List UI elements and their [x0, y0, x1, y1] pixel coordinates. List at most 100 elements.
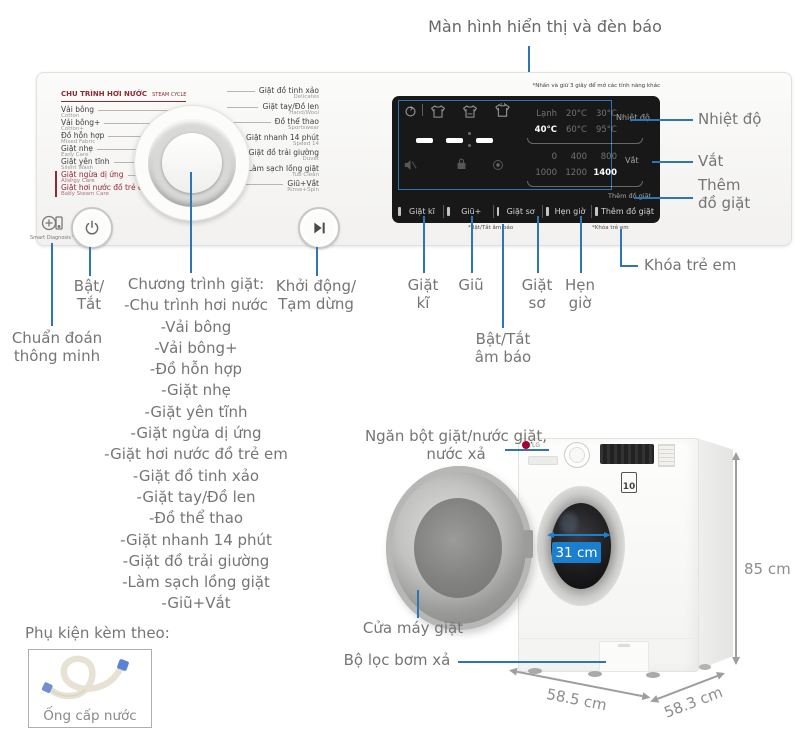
program-list-item: -Giặt ngừa dị ứng [130, 424, 262, 443]
annotation-line-rinse [471, 216, 473, 273]
spin-icon [492, 156, 504, 175]
temp-value: 20°C [565, 109, 587, 119]
program-name: Giặt ngừa dị ứng [61, 170, 124, 179]
button-led [398, 207, 401, 216]
label-temp: Nhiệt độ [698, 110, 762, 128]
program-row: Vải bông Cotton [61, 106, 173, 119]
program-subname: Hand/Wool [289, 109, 319, 116]
colon-dot [468, 132, 471, 135]
display-spin-label: Vắt [625, 156, 639, 165]
leader-line [227, 106, 259, 116]
power-icon [85, 220, 99, 235]
program-list-item: -Làm sạch lồng giặt [122, 573, 270, 592]
program-name: Giặt đồ tinh xảo [258, 86, 319, 95]
lg-logo: LG [522, 441, 540, 449]
program-subname: Duvet [302, 156, 319, 162]
annotation-line-spin [652, 161, 693, 163]
button-led [447, 207, 450, 216]
accessory-title: Phụ kiện kèm theo: [25, 624, 170, 642]
machine-door-inner [414, 498, 502, 598]
annotation-line-programs [190, 172, 192, 273]
program-subname: Delicates [293, 94, 319, 100]
temp-value: 60°C [565, 125, 587, 135]
steam-cycle-title: CHU TRÌNH HƠI NƯỚC [61, 90, 148, 98]
program-name: Đồ thể thao [274, 117, 319, 126]
steam-cycle-subtitle: STEAM CYCLE [152, 92, 187, 98]
height-label: 85 cm [744, 560, 791, 578]
shirt-icon [430, 103, 446, 122]
program-name: Vải bông+ [61, 118, 101, 127]
program-name: Làm sạch lồng giặt [247, 163, 319, 173]
display-button-label: Thêm đồ giặt [600, 207, 655, 216]
label-rinse: Giũ [458, 276, 484, 294]
smart-diagnosis-label: Smart Diagnosis™ [29, 235, 77, 241]
height-arrow [732, 452, 740, 665]
icon-divider [422, 104, 423, 116]
machine-foot [699, 664, 711, 670]
program-subname: Sportswear [287, 125, 319, 131]
spin-value: 400 [570, 152, 587, 162]
program-list-title: Chương trình giặt: [127, 275, 265, 293]
spin-value: 1200 [565, 168, 587, 178]
child-lock-icon [456, 155, 467, 174]
program-name: Giặt tay/Đồ len [262, 101, 319, 111]
program-list-item: -Chu trình hơi nước [124, 296, 268, 315]
program-subname: Easy Care [61, 152, 89, 158]
program-subname: Speed 14 [293, 140, 319, 147]
display-button-label: Hẹn giờ [554, 207, 586, 216]
annotation-line-filter [458, 661, 606, 663]
power-button[interactable] [71, 207, 113, 249]
colon-dot [468, 144, 471, 147]
program-row: Đồ thể thao Sportswear [227, 118, 319, 131]
hold-note: *Nhấn và giữ 3 giây để mở các tính năng … [532, 83, 660, 89]
label-spin: Vắt [698, 152, 724, 170]
temp-value-active: 40°C [534, 125, 557, 135]
annotation-line-drawer [505, 449, 549, 451]
temp-value: Lạnh [536, 109, 557, 119]
display-button[interactable]: Hẹn giờ [542, 205, 591, 218]
label-child-lock: Khóa trẻ em [644, 256, 737, 274]
program-knob[interactable] [134, 105, 250, 221]
machine-side [697, 438, 733, 670]
smart-diagnosis-icon [41, 213, 63, 237]
temp-bracket [527, 138, 643, 144]
shirt-icon [462, 103, 478, 122]
display-button[interactable]: Giặt kĩ [395, 205, 443, 218]
display-button-label: Giặt kĩ [409, 207, 435, 216]
machine-foot [588, 671, 602, 677]
machine-foot [528, 668, 542, 674]
annotation-line-timer [580, 216, 582, 273]
wash-cycle-icon [404, 103, 417, 122]
program-list: Chương trình giặt: -Chu trình hơi nước-V… [96, 274, 296, 615]
accessory-box: Ống cấp nước [28, 649, 152, 728]
program-subname: Baby Steam Care [61, 191, 109, 197]
childlock-note: *Khóa trẻ em [592, 225, 629, 231]
leader-line [104, 123, 173, 132]
energy-label [658, 444, 675, 467]
label-door: Cửa máy giặt [362, 619, 464, 637]
display-button[interactable]: Giặt sơ [492, 205, 542, 218]
spin-value: 1000 [535, 168, 557, 178]
start-pause-button[interactable] [298, 207, 340, 249]
spin-row-2: 1000 1200 1400 [527, 168, 617, 178]
lg-logo-mark [522, 441, 530, 449]
width-arrow: 58.5 cm [504, 666, 652, 722]
program-row: Giặt đồ tinh xảo Delicates [227, 87, 319, 100]
display-add-label: Thêm đồ giặt [608, 192, 652, 200]
annotation-line-power [89, 247, 91, 276]
program-name: Vải bông [61, 105, 95, 114]
display-button[interactable]: Giũ+ [443, 205, 492, 218]
temp-row-1: Lạnh 20°C 30°C [527, 109, 617, 119]
led-dash [446, 138, 463, 143]
program-name: Giặt đồ trải giường [248, 148, 319, 157]
display-button[interactable]: Thêm đồ giặt [591, 205, 657, 218]
machine-foot [646, 672, 660, 678]
label-start-pause: Khởi động/Tạm dừng [275, 277, 357, 313]
program-name: Giũ+Vắt [287, 179, 319, 188]
mute-icon [404, 156, 417, 175]
button-led [595, 207, 598, 216]
leader-line [227, 91, 255, 100]
